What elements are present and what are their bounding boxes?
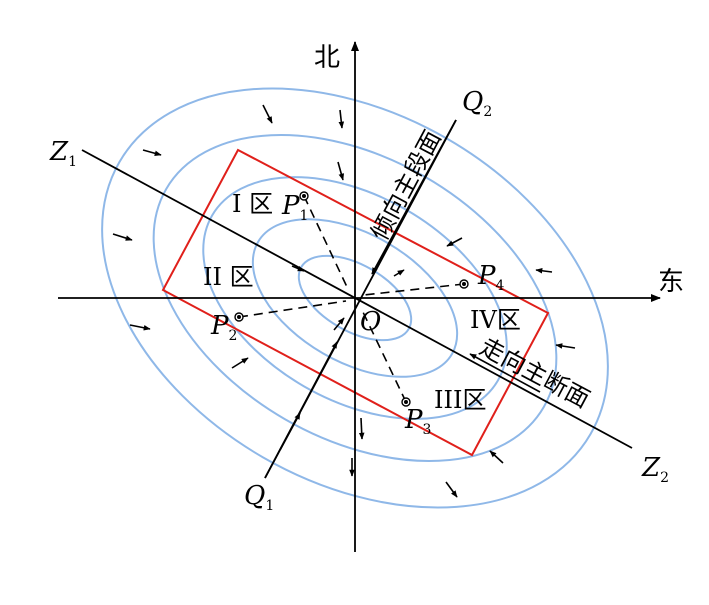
well-p2-marker — [234, 312, 244, 322]
well-p1-marker — [299, 191, 309, 201]
contour-ring-3 — [202, 176, 508, 420]
contour-ring-4 — [251, 218, 459, 378]
dip-arrow-lower — [264, 341, 338, 479]
flow-arrows — [112, 104, 576, 498]
flow-line-p3 — [361, 309, 407, 403]
strike-section-line — [81, 149, 633, 449]
zone-rectangle — [161, 148, 550, 457]
flow-arrow-2 — [338, 109, 345, 129]
flow-line-p4 — [363, 283, 465, 296]
flow-arrow-11 — [489, 450, 504, 464]
dip-arrow-lower-mid — [279, 412, 301, 451]
p4-label: P4 — [477, 261, 505, 294]
well-p3-marker — [401, 397, 411, 407]
flow-arrow-17 — [291, 265, 305, 272]
flow-arrow-12 — [445, 481, 458, 498]
zone-1-label: I 区 — [232, 190, 273, 218]
flow-arrow-5 — [112, 233, 133, 241]
dip-arrow-upper — [371, 119, 457, 275]
north-label: 北 — [314, 43, 340, 73]
well-flow-lines — [238, 195, 465, 403]
q2-label: Q2 — [462, 87, 492, 120]
dip-section-label: 倾向主段面 — [366, 126, 447, 245]
strike-arrow-right — [469, 353, 541, 393]
zone-2-label: II 区 — [203, 263, 254, 291]
flow-arrow-3 — [337, 161, 345, 181]
flow-line-p2 — [238, 300, 347, 318]
zone-4-label: IV区 — [470, 306, 521, 334]
well-p4-marker — [459, 279, 469, 289]
z1-label: Z1 — [49, 137, 77, 170]
p2-label: P2 — [210, 311, 237, 344]
flow-arrow-8 — [446, 237, 463, 247]
zone-3-label: III区 — [434, 386, 486, 414]
flow-arrow-7 — [231, 357, 249, 369]
flow-arrow-13 — [358, 417, 365, 440]
flow-arrow-16 — [393, 269, 405, 277]
flow-arrow-4 — [142, 149, 162, 157]
z2-label: Z2 — [641, 453, 669, 486]
well-markers — [234, 191, 469, 407]
p3-label: P3 — [404, 405, 431, 438]
q1-label: Q1 — [244, 481, 274, 514]
p1-label: P1 — [281, 191, 308, 224]
flow-arrow-9 — [535, 268, 553, 274]
origin-label: O — [360, 307, 381, 337]
flow-arrow-10 — [555, 343, 576, 349]
flow-arrow-6 — [129, 324, 151, 331]
east-label: 东 — [658, 267, 684, 297]
flow-arrow-15 — [333, 317, 345, 331]
flow-line-p1 — [303, 195, 348, 288]
flow-arrow-1 — [262, 104, 273, 124]
